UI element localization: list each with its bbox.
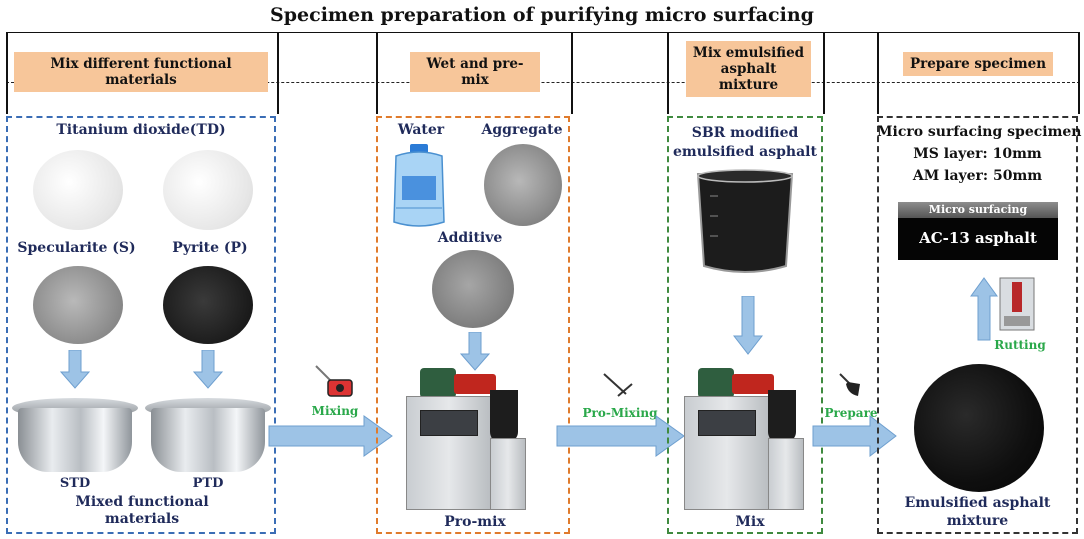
mixer-tool-icon [315, 365, 353, 397]
specularite-label: Specularite (S) [17, 240, 136, 256]
right-arrow-icon [812, 415, 897, 457]
ptd-pot-image [151, 408, 265, 472]
mixing-machine-icon [398, 368, 548, 510]
down-arrow-icon [460, 332, 490, 371]
panel-prepare-specimen [877, 116, 1078, 534]
pyrite-powder-image [163, 266, 253, 344]
panel1-caption: Mixed functional materials [75, 494, 209, 527]
specularite-powder-image [33, 266, 123, 344]
separator [376, 32, 378, 114]
separator [6, 32, 8, 114]
aggregate-label: Aggregate [481, 122, 563, 138]
sbr-label: SBR modified emulsified asphalt [673, 125, 817, 160]
separator [1078, 32, 1080, 114]
stage-header-mix-emulsified: Mix emulsified asphalt mixture [686, 41, 811, 97]
emulsified-mixture-image [914, 364, 1044, 492]
panel-wet-premix [376, 116, 570, 534]
top-divider [6, 32, 1080, 33]
ptd-label: PTD [192, 476, 224, 491]
right-arrow-icon [268, 415, 393, 457]
panel-mix-emulsified [667, 116, 823, 534]
micro-surfacing-layer: Micro surfacing [898, 202, 1058, 218]
panel4-caption: Emulsified asphalt mixture [904, 495, 1051, 529]
down-arrow-icon [193, 350, 223, 389]
asphalt-beaker-image [696, 169, 794, 273]
rutting-machine-icon [999, 277, 1035, 331]
specimen-title: Micro surfacing specimen [877, 124, 1082, 140]
prepare-label: Prepare [824, 406, 878, 420]
asphalt-plate: AC-13 asphalt plate [898, 218, 1058, 287]
water-jug-icon [393, 144, 445, 227]
panel3-caption: Mix [735, 514, 765, 530]
pro-mixing-label: Pro-Mixing [582, 406, 658, 420]
std-pot-image [18, 408, 132, 472]
separator [877, 32, 879, 114]
std-label: STD [59, 476, 91, 491]
right-arrow-icon [556, 415, 685, 457]
stage-header-wet-premix: Wet and pre-mix [410, 52, 540, 92]
stage-divider [6, 82, 1080, 83]
separator [277, 32, 279, 114]
pyrite-label: Pyrite (P) [172, 240, 248, 256]
diagram-title: Specimen preparation of purifying micro … [270, 4, 814, 26]
rutting-label: Rutting [994, 338, 1046, 352]
down-arrow-icon [60, 350, 90, 389]
panel2-caption: Pro-mix [444, 514, 506, 530]
additive-image [432, 250, 514, 328]
trowel-icon [839, 373, 860, 396]
water-label: Water [397, 122, 445, 138]
td-powder-image [33, 150, 123, 230]
mixing-label: Mixing [311, 404, 359, 418]
td-label: Titanium dioxide(TD) [56, 122, 226, 138]
down-arrow-icon [733, 296, 763, 355]
ms-layer-label: MS layer: 10mm [913, 146, 1042, 162]
panel-mix-materials [6, 116, 276, 534]
stage-header-mix-materials: Mix different functional materials [14, 52, 268, 92]
separator [667, 32, 669, 114]
stirrer-icon [603, 373, 633, 397]
separator [571, 32, 573, 114]
td-powder-image [163, 150, 253, 230]
aggregate-image [484, 144, 562, 226]
mixing-machine-icon [676, 368, 826, 510]
additive-label: Additive [437, 230, 503, 246]
stage-header-prepare-specimen: Prepare specimen [903, 52, 1053, 76]
separator [823, 32, 825, 114]
am-layer-label: AM layer: 50mm [912, 168, 1043, 184]
up-arrow-icon [970, 277, 998, 341]
